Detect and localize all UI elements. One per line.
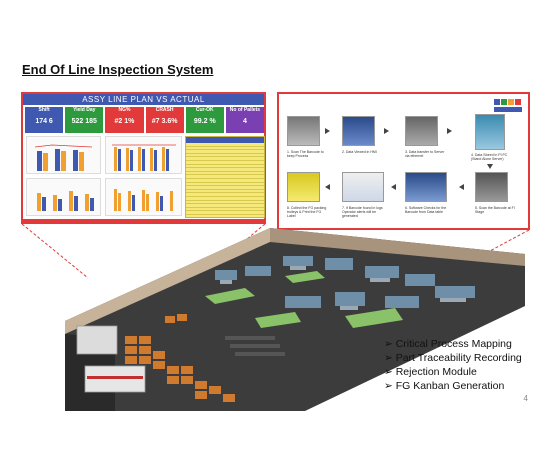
arrow-down-icon	[487, 164, 493, 169]
kpi-value: 4	[242, 118, 247, 125]
feature-item: ➢ Critical Process Mapping	[384, 338, 512, 350]
kpi-label: Shift	[38, 107, 50, 113]
kpi-value: #2 1%	[114, 118, 135, 125]
slide-title: End Of Line Inspection System	[22, 62, 214, 77]
feature-label: FG Kanban Generation	[395, 380, 505, 392]
step-7-image	[342, 172, 384, 202]
step-5-caption: 5. Scan the Barcode at FI Stage	[475, 206, 515, 214]
kpi-shift: Shift 174 6	[25, 107, 64, 133]
mini-chart-4	[105, 178, 182, 216]
dashboard-title: ASSY LINE PLAN VS ACTUAL	[23, 94, 264, 105]
kpi-ng: NG% #2 1%	[105, 107, 144, 133]
arrow-left-icon	[459, 184, 464, 190]
factory-floor-illustration	[55, 226, 535, 411]
step-3-image	[405, 116, 438, 146]
kpi-label: Cur-OK	[195, 107, 214, 113]
kpi-row: Shift 174 6 Yield Day 522 185 NG% #2 1% …	[25, 107, 265, 133]
feature-item: ➢ Rejection Module	[384, 366, 477, 378]
feature-item: ➢ Part Traceability Recording	[384, 352, 522, 364]
process-flow-panel: 1. Scan The Barcode to keep Process 2. D…	[277, 92, 530, 230]
kpi-label: No of Pallets	[229, 107, 261, 113]
arrow-right-icon	[384, 128, 389, 134]
feature-item: ➢ FG Kanban Generation	[384, 380, 505, 392]
feature-label: Rejection Module	[395, 366, 477, 378]
feature-label: Critical Process Mapping	[395, 338, 512, 350]
step-3-caption: 3. Data transfer to Server via ethernet	[405, 150, 445, 158]
step-8-image	[287, 172, 320, 202]
dashboard-footer	[23, 219, 264, 222]
step-7-caption: 7. If Barcode found in logs Operator ale…	[342, 206, 383, 218]
arrow-right-icon	[325, 128, 330, 134]
plan-table	[185, 136, 265, 218]
dashboard-panel: ASSY LINE PLAN VS ACTUAL Shift 174 6 Yie…	[21, 92, 266, 224]
kpi-crash: CRASH #7 3.6%	[145, 107, 184, 133]
mini-chart-1	[26, 136, 101, 174]
arrow-left-icon	[325, 184, 330, 190]
feature-label: Part Traceability Recording	[395, 352, 522, 364]
mini-chart-3	[26, 178, 101, 216]
step-1-caption: 1. Scan The Barcode to keep Process	[287, 150, 324, 158]
page-number: 4	[523, 394, 528, 403]
step-4-image	[475, 114, 505, 150]
kpi-value: 99.2 %	[193, 118, 216, 125]
step-5-image	[475, 172, 508, 202]
kpi-label: Yield Day	[73, 107, 96, 113]
arrow-left-icon	[391, 184, 396, 190]
kpi-pallets: No of Pallets 4	[225, 107, 265, 133]
step-6-caption: 6. Software Checks for the Barcode from …	[405, 206, 447, 214]
table-header	[186, 137, 264, 143]
kpi-label: NG%	[118, 107, 131, 113]
step-6-image	[405, 172, 447, 202]
mini-chart-2	[105, 136, 182, 174]
kpi-value: 174 6	[35, 118, 53, 125]
feature-list: ➢ Critical Process Mapping ➢ Part Tracea…	[384, 337, 522, 393]
kpi-value: 522 185	[71, 118, 97, 125]
step-1-image	[287, 116, 320, 146]
step-2-caption: 2. Data Viewed in HMI	[342, 150, 377, 154]
step-8-caption: 8. Collect the FG packing trolleys & Pri…	[287, 206, 327, 218]
step-4-caption: 4. Data Stored in PI PC (Stand Alone Ser…	[471, 153, 508, 161]
kpi-label: CRASH	[155, 107, 174, 113]
company-logo	[494, 99, 522, 117]
step-2-image	[342, 116, 375, 146]
kpi-yield: Yield Day 522 185	[65, 107, 104, 133]
kpi-cur-ok: Cur-OK 99.2 %	[185, 107, 224, 133]
arrow-right-icon	[447, 128, 452, 134]
kpi-value: #7 3.6%	[151, 118, 178, 125]
